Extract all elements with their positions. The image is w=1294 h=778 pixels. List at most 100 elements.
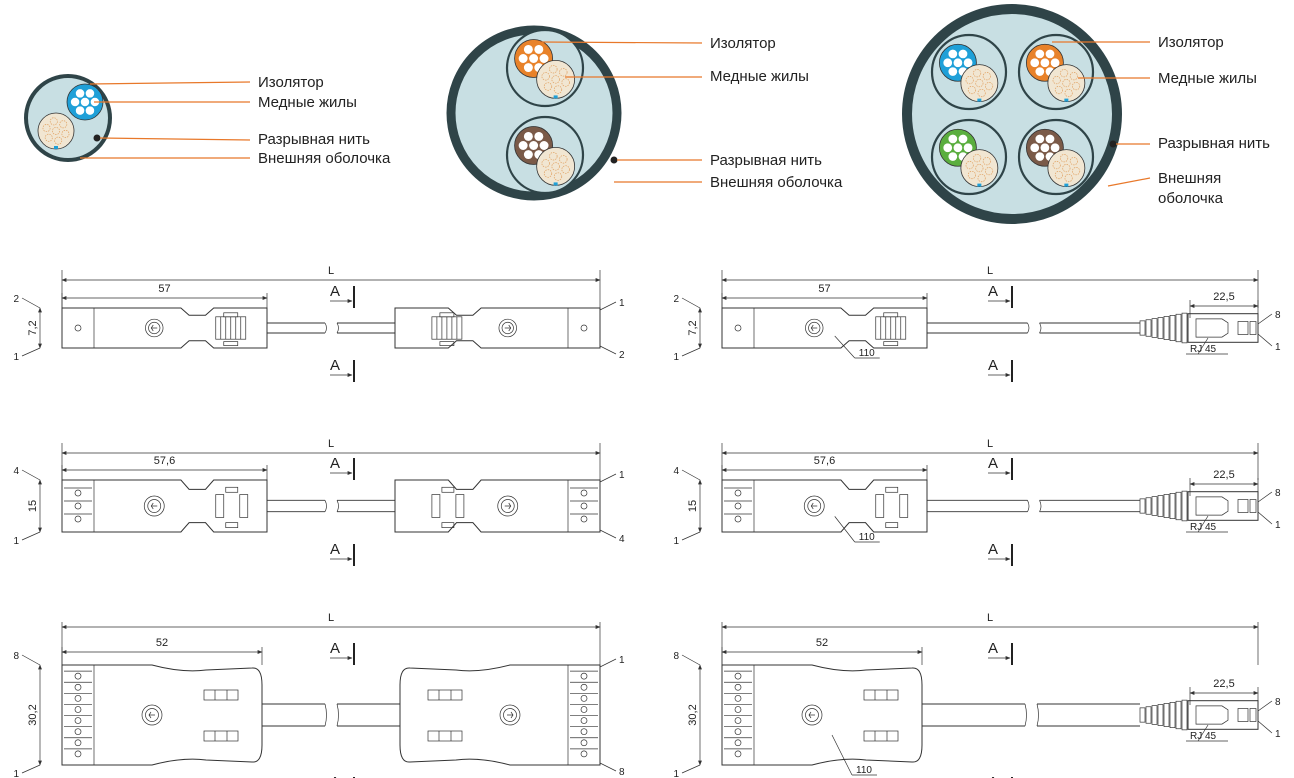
copper-strand [977, 173, 986, 183]
copper-strand [967, 85, 976, 95]
cable-line [1039, 499, 1140, 513]
pin-leader [599, 301, 617, 311]
copper-strand [551, 162, 560, 171]
copper-strand [1045, 134, 1055, 144]
cable-break [324, 500, 327, 512]
latch-tab [441, 522, 455, 528]
copper-strand [1050, 143, 1060, 153]
boot-rib [1169, 315, 1176, 342]
copper-strand [559, 68, 568, 77]
copper-strand [518, 141, 528, 150]
pin-hole [74, 694, 82, 702]
copper-strand [549, 65, 558, 74]
copper-strand [70, 97, 80, 107]
cable-break [1024, 703, 1027, 727]
cable-line [262, 703, 325, 727]
cable-break [336, 703, 339, 727]
boot-rib [1175, 313, 1182, 343]
latch-tab [885, 486, 899, 493]
pin-label: 2 [13, 294, 19, 305]
latch [863, 730, 899, 742]
latch-tab [223, 312, 239, 318]
latch [427, 689, 463, 701]
label-ripcord: Разрывная нить [1158, 135, 1270, 152]
copper-strand [42, 124, 51, 133]
copper-strand [553, 172, 563, 181]
copper-strand [559, 155, 568, 164]
cable-line [337, 499, 395, 513]
copper-strand [965, 161, 974, 170]
pair-marker [977, 98, 982, 102]
dimension-label: 57,6 [154, 455, 175, 467]
pin-hole [734, 324, 742, 332]
arrow-disk-inner [503, 708, 517, 722]
copper-strand [1072, 82, 1081, 91]
copper-strand [982, 157, 991, 166]
cable-break [324, 322, 327, 334]
pin-hole [734, 489, 742, 497]
copper-strand [1052, 161, 1061, 170]
latch-tab [883, 312, 899, 318]
copper-strand [982, 72, 991, 81]
latch [427, 730, 463, 742]
boot-rib [1139, 707, 1146, 723]
label-copper: Медные жилы [258, 94, 357, 111]
connector-body [61, 307, 268, 349]
copper-strand [1062, 164, 1071, 173]
boot-rib [1157, 704, 1164, 726]
cable-break [324, 703, 327, 727]
connector-body [721, 479, 928, 533]
copper-strand [973, 69, 982, 78]
dimension-label: L [987, 265, 993, 277]
pin-leader [21, 764, 41, 774]
pin-hole [580, 739, 588, 747]
rj45-window [1195, 705, 1229, 725]
rj45-label: RJ 45 [1190, 731, 1217, 742]
pin-label: 1 [619, 470, 625, 481]
label-jacket-line1: Внешняя [1158, 170, 1221, 187]
pin-hole [580, 706, 588, 713]
boot-rib [1175, 700, 1182, 730]
dimension-label: L [328, 438, 334, 450]
copper-strand [85, 106, 95, 115]
copper-strand [543, 169, 553, 178]
pin-label: 2 [619, 350, 625, 361]
boot-rib [1145, 497, 1152, 515]
pin-label: 1 [673, 536, 679, 547]
boot-rib [1139, 498, 1146, 514]
copper-strand [85, 89, 95, 98]
copper-strand [534, 131, 544, 141]
pin-hole [580, 515, 588, 523]
copper-strand [948, 67, 958, 76]
connector-body [721, 307, 928, 349]
copper-strand [1035, 67, 1045, 76]
ripcord [1109, 140, 1117, 148]
copper-strand [985, 82, 994, 91]
copper-strand [523, 63, 533, 73]
connector-outline [394, 307, 601, 349]
pin-hole [74, 515, 82, 523]
pin-hole [74, 728, 82, 736]
dimension-label: 52 [816, 637, 828, 649]
copper-strand [953, 143, 963, 153]
copper-strand [80, 97, 90, 107]
label-insulator: Изолятор [1158, 34, 1224, 51]
dimension-label: L [328, 265, 334, 277]
copper-strand [1030, 143, 1040, 153]
label-jacket: Внешняя оболочка [710, 174, 843, 191]
section-label: A [330, 640, 340, 657]
pin-label: 1 [1275, 729, 1281, 740]
pin-leader [681, 654, 701, 666]
copper-strand [1035, 134, 1045, 144]
pin-leader [21, 654, 41, 666]
ripcord [93, 134, 101, 142]
label-jacket: Внешняя оболочка [258, 150, 391, 167]
direction-arrow-icon [504, 502, 512, 510]
boot-rib [1145, 319, 1152, 337]
copper-strand [561, 78, 570, 87]
arrow-disk [497, 495, 519, 517]
cable-line [927, 499, 1028, 513]
cable-break [336, 500, 339, 512]
copper-strand [49, 117, 58, 126]
